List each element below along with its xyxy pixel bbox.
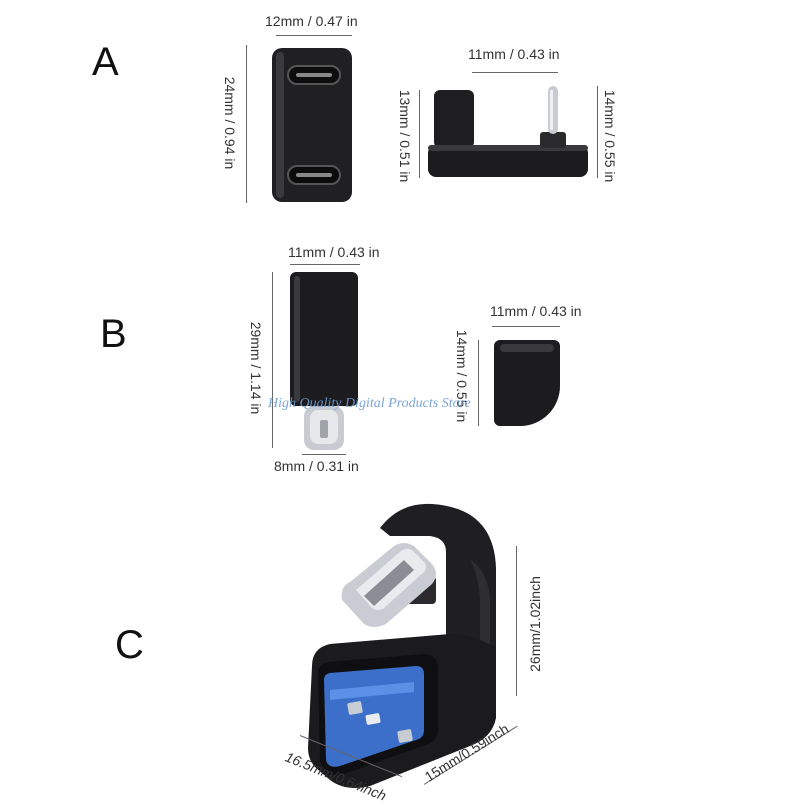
dim-b-body-width: 11mm / 0.43 in xyxy=(288,244,380,260)
store-watermark: High Quality Digital Products Store xyxy=(268,396,471,411)
dim-line-b-cap-height xyxy=(478,340,479,426)
dim-line-b-body-width xyxy=(290,264,360,265)
dim-line-b-body-height xyxy=(272,272,273,448)
dim-a-front-width: 12mm / 0.47 in xyxy=(265,13,358,29)
label-c: C xyxy=(115,623,144,667)
dim-line-a-side-left xyxy=(419,90,420,178)
dim-line-a-side-right xyxy=(597,86,598,178)
dim-line-b-plug-width xyxy=(302,454,346,455)
dim-line-b-cap-width xyxy=(492,326,560,327)
dim-c-height: 26mm/1.02inch xyxy=(527,576,543,672)
dim-b-cap-width: 11mm / 0.43 in xyxy=(490,303,582,319)
dim-a-side-width: 11mm / 0.43 in xyxy=(468,46,560,62)
label-b: B xyxy=(100,312,127,356)
label-a: A xyxy=(92,40,119,84)
dim-line-c-height xyxy=(516,546,517,696)
dim-line-a-front-width xyxy=(276,35,352,36)
dim-line-a-side-width xyxy=(472,72,558,73)
dim-b-plug-width: 8mm / 0.31 in xyxy=(274,458,359,474)
dim-line-a-front-height xyxy=(246,45,247,203)
